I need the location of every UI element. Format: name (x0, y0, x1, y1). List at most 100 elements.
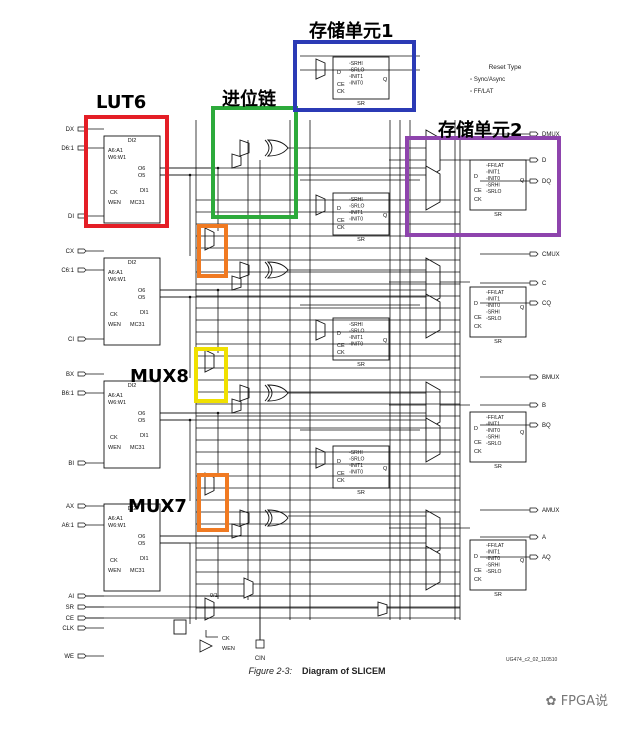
input-port (77, 371, 87, 377)
label-ck: CK (222, 636, 230, 642)
input-label-we: WE (64, 654, 74, 660)
sr-mux (377, 601, 388, 617)
xor-gate (266, 139, 289, 157)
checkbox-icon: ▫ (470, 77, 473, 83)
highlight-lut6 (84, 115, 169, 228)
ff-pin-d: D (337, 206, 341, 212)
ff-pin-ck: CK (474, 324, 482, 330)
xor-gate-arc (264, 139, 270, 157)
input-port (77, 615, 87, 621)
ff-pin-ce: CE (474, 188, 482, 194)
ff-attr: ▫INIT1 (486, 170, 500, 176)
input-label-c61: C6:1 (61, 268, 74, 274)
ff-pin-d: D (474, 554, 478, 560)
ff-attr: ▫INIT1 (486, 550, 500, 556)
ff-attr: ▫FF/LAT (486, 415, 504, 421)
highlight-storage1 (293, 40, 416, 112)
output-label-b: B (542, 403, 546, 409)
input-label-ax: AX (66, 504, 74, 510)
input-label-sr: SR (66, 605, 75, 611)
ff-pin-ce: CE (337, 82, 345, 88)
input-label-clk: CLK (62, 626, 74, 632)
highlight-storage2 (405, 136, 561, 237)
ff-attr: ▫FF/LAT (486, 163, 504, 169)
ff-pin-sr: SR (494, 212, 502, 218)
input-label-bx: BX (66, 372, 74, 378)
ff-col1-2 (332, 317, 390, 361)
lut-pin-o5: O5 (138, 418, 145, 424)
carry-mux (239, 384, 250, 402)
carry-mux (239, 139, 250, 157)
carry-sel-mux (231, 275, 242, 291)
lut-pin-a: A6:A1 (108, 516, 123, 522)
ff-attr: ▫INIT0 (486, 303, 500, 309)
reset-opt-fflat: FF/LAT (473, 89, 494, 95)
input-port (77, 503, 87, 509)
ff-col2-1 (469, 286, 527, 338)
carry-sel-mux (231, 398, 242, 414)
ff-attr: ▫INIT1 (486, 422, 500, 428)
ff-attr: ▫SRLO (486, 316, 501, 322)
input-label-ci: CI (68, 337, 74, 343)
checkbox-icon: ▫ (470, 89, 473, 95)
ff-select-mux (425, 165, 441, 211)
highlight-mux-f7-upper (197, 224, 228, 278)
output-label-d: D (542, 158, 547, 164)
ff-attr: ▫SRLO (486, 189, 501, 195)
output-label-cq: CQ (542, 301, 551, 307)
junction (216, 288, 220, 292)
input-label-d61: D6:1 (61, 146, 74, 152)
ff-pin-ce: CE (474, 440, 482, 446)
output-mux (425, 381, 441, 431)
ff-attr: ▫INIT1 (349, 210, 363, 216)
ff-pin-q: Q (520, 305, 525, 311)
lut-pin-o5: O5 (138, 295, 145, 301)
ff-pin-q: Q (383, 338, 388, 344)
output-port (529, 422, 539, 428)
output-port (529, 251, 539, 257)
input-port (77, 248, 87, 254)
output-label-dq: DQ (542, 179, 551, 185)
highlight-carry (211, 106, 298, 219)
ff-col2-3 (469, 539, 527, 591)
lut-pin-mc31: MC31 (130, 200, 145, 206)
f7-f8-mux (204, 597, 215, 621)
input-label-ai: AI (68, 594, 74, 600)
cin-pin (255, 639, 265, 649)
reset-opt-sync: Sync/Async (473, 77, 506, 83)
ff-pin-sr: SR (494, 339, 502, 345)
lut-c-block (103, 257, 161, 346)
ff-pin-ce: CE (337, 218, 345, 224)
ff-pin-q: Q (383, 466, 388, 472)
output-port (529, 534, 539, 540)
ff-attr: ▫INIT1 (486, 297, 500, 303)
wire (160, 412, 219, 476)
output-mux (425, 129, 441, 179)
label-wen: WEN (222, 646, 235, 652)
lut-pin-wen: WEN (108, 568, 121, 574)
lut-pin-di2: DI2 (128, 383, 137, 389)
callout-storage1: 存储单元1 (309, 21, 394, 42)
wire (160, 289, 219, 353)
input-port (77, 625, 87, 631)
f7-f8-mux (204, 349, 215, 373)
callout-mux8: MUX8 (130, 366, 189, 387)
lut-pin-wen: WEN (108, 200, 121, 206)
ff-pin-q: Q (383, 77, 388, 83)
output-port (529, 300, 539, 306)
lut-pin-ck: CK (110, 558, 118, 564)
ff-attr: ▫SRHI (486, 563, 500, 569)
ff-pin-ck: CK (474, 197, 482, 203)
output-label-aq: AQ (542, 555, 551, 561)
ff-pin-sr: SR (357, 101, 365, 107)
ff-pin-d: D (337, 459, 341, 465)
output-label-bmux: BMUX (542, 375, 559, 381)
ff-attr: ▫SRHI (349, 322, 363, 328)
lut-pin-ck: CK (110, 190, 118, 196)
lut-pin-mc31: MC31 (130, 322, 145, 328)
ff-pin-ck: CK (474, 577, 482, 583)
caption-title: Diagram of SLICEM (302, 666, 386, 676)
lut-pin-mc31: MC31 (130, 445, 145, 451)
output-label-dmux: DMUX (542, 132, 560, 138)
